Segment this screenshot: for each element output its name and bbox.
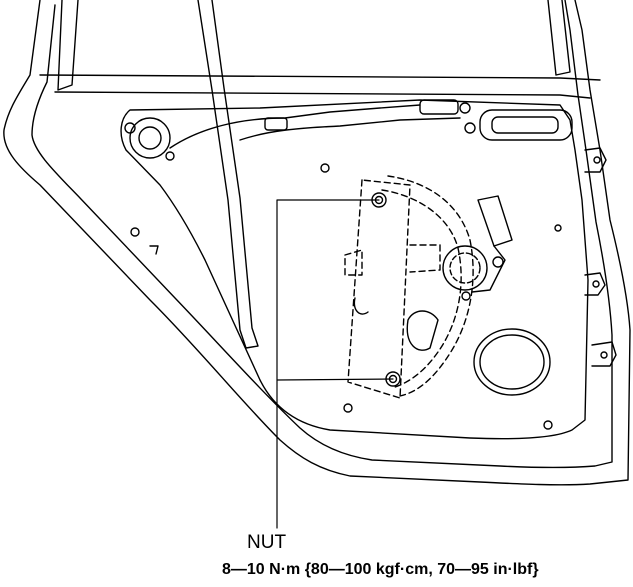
window-frame-front (57, 0, 79, 91)
speaker (473, 328, 551, 396)
torque-spec-label: 8—10 N·m {80—100 kgf·cm, 70—95 in·lbf} (222, 561, 539, 578)
door-inner-edge (31, 0, 613, 469)
window-motor (442, 195, 513, 301)
window-regulator (344, 175, 474, 399)
inner-handle (479, 109, 573, 141)
belt-line-inner (54, 91, 591, 99)
door-outer-panel (3, 0, 631, 486)
callout-leader (276, 199, 394, 529)
nut-callout-label: NUT (247, 532, 287, 553)
belt-line (39, 74, 601, 81)
window-frame-rear (547, 0, 571, 76)
door-cable-upper (169, 104, 421, 149)
service-hole (129, 117, 171, 159)
inner-panel (120, 99, 589, 440)
glass-run-channel (197, 0, 259, 349)
door-cable-lower (239, 117, 461, 141)
